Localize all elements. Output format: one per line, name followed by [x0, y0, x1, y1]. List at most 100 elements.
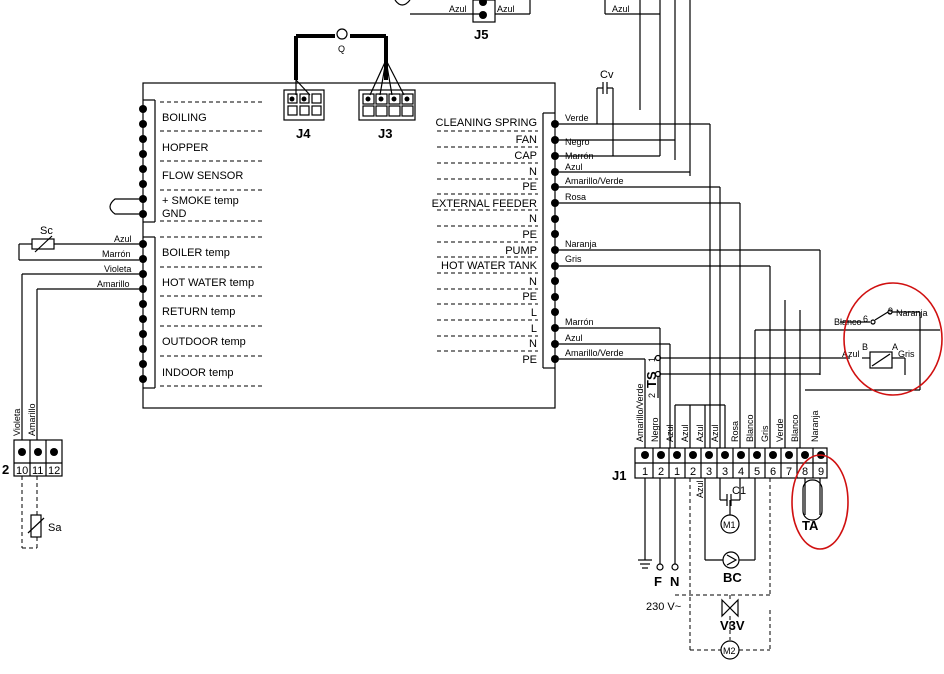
bc-label: BC [723, 570, 742, 585]
wire-azul-2: Azul [565, 333, 583, 343]
label-cap: CAP [514, 150, 537, 162]
wire-azul-1: Azul [565, 162, 583, 172]
j5-connector: Azul Azul J5 [394, 0, 531, 42]
ta-label: TA [802, 518, 819, 533]
j4-connector: J4 [283, 89, 325, 141]
tb-left-wire-violeta: Violeta [12, 409, 22, 436]
j1-terminal-screw [753, 451, 761, 459]
top-right-wire-label: Azul [612, 4, 630, 14]
smoke-loop [109, 198, 139, 215]
switch-pin-9: 9 [888, 306, 893, 316]
bc-lower-wire: Azul [695, 480, 705, 498]
j1-terminal-number: 6 [770, 466, 776, 478]
label-hopper: HOPPER [162, 142, 209, 154]
left-labels: BOILING HOPPER FLOW SENSOR + SMOKE temp … [162, 112, 254, 379]
label-fan: FAN [516, 134, 537, 146]
highlight-switch [843, 282, 943, 396]
label-pe-2: PE [522, 229, 537, 241]
j1-terminal-screw [737, 451, 745, 459]
wire-rosa: Rosa [565, 192, 586, 202]
j1-terminal-number: 9 [818, 466, 824, 478]
switch-gris: Gris [898, 349, 915, 359]
j1-wire-labels: Amarillo/Verde Negro Azul Azul Azul Azul… [635, 383, 820, 442]
j1-terminal-screw [641, 451, 649, 459]
j1-terminal-screw [689, 451, 697, 459]
wire-marron-1: Marrón [565, 151, 594, 161]
label-n-4: N [529, 338, 537, 350]
j1-wire-8: Gris [760, 425, 770, 442]
j1-wire-5: Azul [695, 424, 705, 442]
label-l-1: L [531, 307, 537, 319]
j5-wire-1-label: Azul [449, 4, 467, 14]
j1-terminal-number: 4 [738, 466, 744, 478]
right-pin-strip [542, 112, 559, 369]
j1-terminal-screw [801, 451, 809, 459]
j1-terminal-screw [721, 451, 729, 459]
left-terminal-block: 10 11 12 2 [2, 439, 63, 477]
wire-amarillo-verde-1: Amarillo/Verde [565, 176, 624, 186]
label-n-1: N [529, 166, 537, 178]
label-l-2: L [531, 323, 537, 335]
switch-azul: Azul [842, 349, 860, 359]
sa-sensor: Sa [21, 476, 62, 549]
label-pump: PUMP [505, 245, 537, 257]
right-wires [559, 122, 940, 448]
j1-terminal-number: 2 [658, 466, 664, 478]
label-outdoor-temp: OUTDOOR temp [162, 336, 246, 348]
j1-wire-4: Azul [680, 424, 690, 442]
c1-label: C1 [732, 485, 746, 497]
wire-left-amarillo: Amarillo [97, 279, 130, 289]
ts-pin-1: 1 [647, 357, 657, 362]
j5-label: J5 [474, 27, 488, 42]
label-pe-3: PE [522, 291, 537, 303]
j1-terminal-number: 5 [754, 466, 760, 478]
j1-wire-10: Verde [775, 418, 785, 442]
j1-wire-1: Amarillo/Verde [635, 383, 645, 442]
top-right-wires: Azul [604, 0, 691, 176]
j1-terminal-number: 3 [722, 466, 728, 478]
j1-wire-6: Azul [710, 424, 720, 442]
left-pin-strip-top [139, 99, 156, 223]
switch-naranja: Naranja [896, 308, 928, 318]
label-return-temp: RETURN temp [162, 306, 235, 318]
j1-wire-11: Blanco [790, 414, 800, 442]
switch-block: Blanco 6 9 Naranja B A Azul Gris [834, 306, 928, 390]
m1-motor [720, 514, 740, 534]
cv-label: Cv [600, 69, 614, 81]
label-n-2: N [529, 213, 537, 225]
tb-left-12: 12 [48, 465, 60, 477]
switch-a: A [892, 342, 898, 352]
j1-terminal-screw [769, 451, 777, 459]
j1-terminal-screw [657, 451, 665, 459]
j1-terminal-number: 8 [802, 466, 808, 478]
wire-marron-2: Marrón [565, 317, 594, 327]
left-pin-strip-bottom [139, 236, 156, 389]
switch-pin-6: 6 [863, 314, 868, 324]
j3-connector: J3 [358, 89, 416, 141]
j1-wire-12: Naranja [810, 410, 820, 442]
bc-pump [722, 551, 740, 569]
tb-left-10: 10 [16, 465, 28, 477]
j1-terminal-screw [785, 451, 793, 459]
j4-label: J4 [296, 126, 311, 141]
wire-negro: Negro [565, 137, 590, 147]
ts-pin-2: 2 [647, 393, 657, 398]
wire-left-azul: Azul [114, 234, 132, 244]
j1-wire-9: Blanco [745, 414, 755, 442]
label-hot-water-temp: HOT WATER temp [162, 277, 254, 289]
right-wire-labels: Verde Negro Marrón Azul Amarillo/Verde R… [565, 113, 624, 358]
left-label-separators [160, 101, 265, 387]
sa-label: Sa [48, 522, 62, 534]
q-component: Q [294, 28, 405, 96]
switch-b: B [862, 342, 868, 352]
ts-switch: TS 1 2 [644, 354, 726, 448]
wire-amarillo-verde-2: Amarillo/Verde [565, 348, 624, 358]
wire-gris: Gris [565, 254, 582, 264]
j1-terminal-screw [705, 451, 713, 459]
right-label-separators [437, 130, 538, 352]
label-pe-4: PE [522, 354, 537, 366]
label-gnd: GND [162, 208, 187, 220]
label-hot-water-tank: HOT WATER TANK [441, 260, 538, 272]
j1-wire-3: Azul [665, 424, 675, 442]
